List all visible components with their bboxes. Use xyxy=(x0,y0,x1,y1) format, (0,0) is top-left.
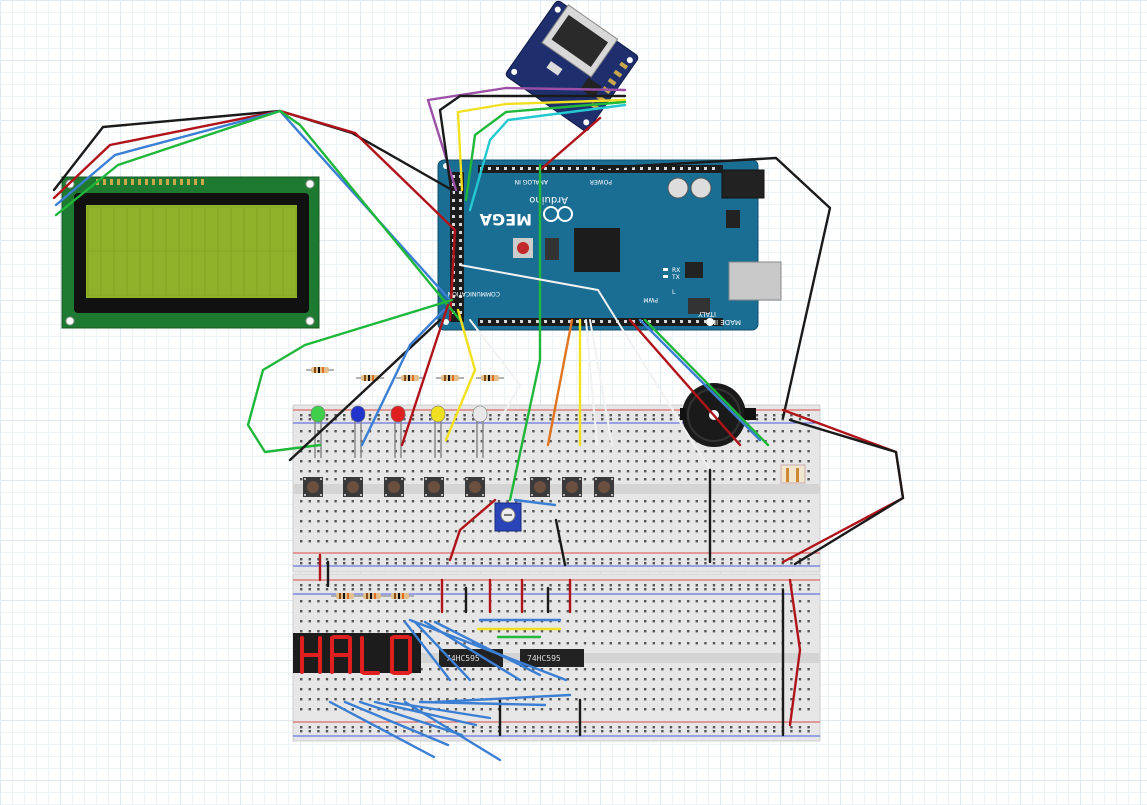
wire xyxy=(343,700,450,747)
country-label: ITALY xyxy=(697,310,716,318)
wire xyxy=(788,578,802,727)
resistor-1 xyxy=(306,367,334,373)
wire xyxy=(328,700,436,759)
wire xyxy=(456,98,627,192)
shift-register-2: 74HC595 xyxy=(520,649,584,667)
lcd-display xyxy=(61,176,320,329)
tx-label: TX xyxy=(671,274,680,281)
push-button-3[interactable] xyxy=(384,477,404,497)
resistor-bottom-3 xyxy=(386,593,414,599)
shift-register-2-label: 74HC595 xyxy=(527,654,561,663)
push-button-2[interactable] xyxy=(343,477,363,497)
wire xyxy=(464,100,627,202)
wire xyxy=(469,319,521,421)
wire xyxy=(388,700,492,720)
wire xyxy=(468,103,627,212)
rgb-led xyxy=(780,464,806,484)
led-green xyxy=(310,405,326,458)
seven-segment-digit-4 xyxy=(390,635,412,675)
resistor-bottom-2 xyxy=(358,593,386,599)
power-label: POWER xyxy=(590,178,612,185)
seven-segment-display xyxy=(293,633,421,675)
push-button-8[interactable] xyxy=(594,477,614,497)
push-button-7[interactable] xyxy=(562,477,582,497)
analog-in-label: ANALOG IN xyxy=(515,178,548,185)
resistor-bottom-1 xyxy=(331,593,359,599)
led-blue xyxy=(350,405,366,458)
wire xyxy=(426,86,627,192)
wire xyxy=(288,318,442,462)
arduino-brand-label: Arduino xyxy=(529,194,568,205)
wire xyxy=(643,318,770,447)
sd-card-module xyxy=(505,0,639,132)
wire xyxy=(438,94,627,198)
communication-label: COMMUNICATION xyxy=(448,290,500,297)
wire xyxy=(554,518,567,567)
led-red xyxy=(390,405,406,458)
wire xyxy=(408,618,568,682)
led-white xyxy=(472,405,488,458)
wire xyxy=(585,319,598,446)
wire xyxy=(444,308,477,442)
wire xyxy=(358,700,464,737)
push-button-1[interactable] xyxy=(303,477,323,497)
arduino-logo-icon-2 xyxy=(543,206,559,222)
wire xyxy=(459,264,711,471)
wire xyxy=(508,163,542,502)
wire xyxy=(538,116,602,172)
wire xyxy=(638,318,762,442)
wire xyxy=(513,498,557,507)
wire xyxy=(589,319,613,446)
wire xyxy=(788,418,905,566)
wire xyxy=(52,109,457,322)
wire xyxy=(598,156,832,420)
shift-register-1-label: 74HC595 xyxy=(446,654,480,663)
arduino-model-label: MEGA xyxy=(479,210,532,229)
push-button-4[interactable] xyxy=(424,477,444,497)
wire xyxy=(433,620,542,677)
wire xyxy=(546,318,574,447)
led-yellow xyxy=(430,405,446,458)
wire xyxy=(403,700,502,762)
rx-label: RX xyxy=(672,267,680,274)
l-led-label: L xyxy=(672,289,676,296)
made-in-label: MADE IN xyxy=(711,318,741,326)
wire xyxy=(400,303,450,447)
seven-segment-digit-2 xyxy=(330,635,352,674)
potentiometer[interactable] xyxy=(494,502,522,532)
push-button-6[interactable] xyxy=(530,477,550,497)
wire xyxy=(628,318,742,447)
seven-segment-digit-3 xyxy=(360,636,380,675)
wire xyxy=(360,308,446,447)
wire xyxy=(448,498,497,562)
push-button-5[interactable] xyxy=(465,477,485,497)
wire xyxy=(403,620,452,682)
pwm-label: PWM xyxy=(643,296,658,303)
arduino-mega-board: MEGA Arduino MADE IN ITALY POWER ANALOG … xyxy=(437,159,782,331)
wire xyxy=(54,109,462,322)
resistor-3 xyxy=(396,375,424,381)
wire xyxy=(433,693,572,704)
resistor-4 xyxy=(436,375,464,381)
resistor-5 xyxy=(476,375,504,381)
wire xyxy=(413,620,472,682)
seven-segment-digit-1 xyxy=(300,636,322,674)
wire xyxy=(246,298,454,454)
